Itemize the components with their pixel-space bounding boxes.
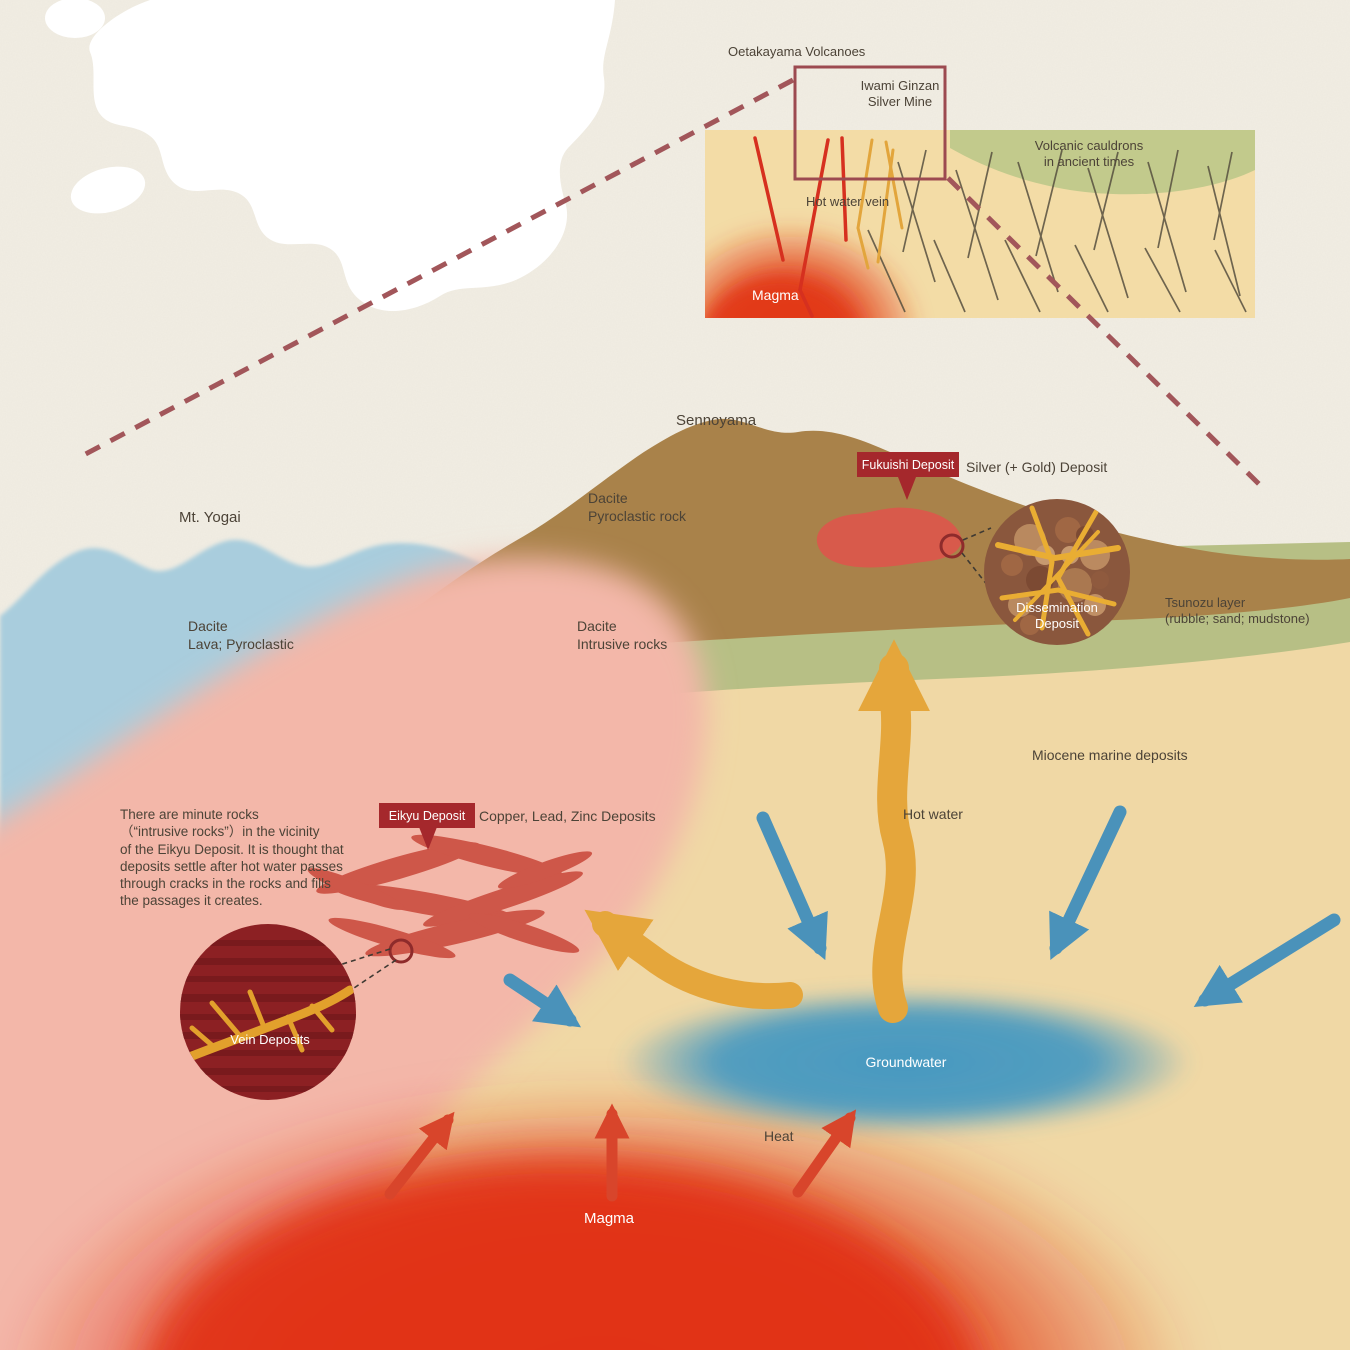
eikyu-deposit-badge: Eikyu Deposit bbox=[379, 803, 475, 828]
label-mt-yogai: Mt. Yogai bbox=[179, 509, 241, 526]
eikyu-zoom-ring bbox=[388, 938, 414, 964]
inset-connector-dashes bbox=[76, 77, 1264, 489]
eikyu-description-note: There are minute rocks （“intrusive rocks… bbox=[120, 807, 344, 909]
fukuishi-badge-pointer bbox=[898, 477, 916, 500]
mine-area-box bbox=[793, 65, 947, 181]
hot-water-arrow-left bbox=[584, 909, 803, 1010]
label-silver-gold-deposit: Silver (+ Gold) Deposit bbox=[966, 459, 1108, 475]
fukuishi-deposit-badge: Fukuishi Deposit bbox=[857, 452, 959, 477]
label-groundwater: Groundwater bbox=[865, 1054, 947, 1070]
vein-circle-strata bbox=[180, 940, 356, 1092]
dissemination-gold-veins bbox=[995, 505, 1121, 637]
label-tsunozu-layer: Tsunozu layer (rubble; sand; mudstone) bbox=[1165, 595, 1310, 627]
hot-water-arrow-up bbox=[857, 639, 931, 1023]
eikyu-deposit-lattice bbox=[307, 834, 593, 959]
inset-fault-lines bbox=[867, 149, 1247, 313]
label-sennoyama: Sennoyama bbox=[676, 412, 757, 429]
fukuishi-deposit-shape bbox=[816, 507, 962, 568]
inset-hot-water-veins-yellow bbox=[856, 138, 904, 270]
label-dissemination-deposit: Dissemination Deposit bbox=[1016, 600, 1098, 632]
dissemination-circle bbox=[984, 499, 1130, 645]
label-dacite-pyroclastic: Dacite Pyroclastic rock bbox=[588, 490, 687, 524]
label-vein-deposits: Vein Deposits bbox=[230, 1032, 310, 1047]
label-copper-lead-zinc: Copper, Lead, Zinc Deposits bbox=[479, 808, 656, 824]
label-magma: Magma bbox=[584, 1210, 635, 1227]
inset-hot-water-veins-red bbox=[753, 136, 848, 318]
magma-core bbox=[149, 1160, 971, 1350]
dissemination-connector-dashes bbox=[961, 527, 992, 587]
landmass-silhouette bbox=[45, 0, 615, 312]
eikyu-badge-pointer bbox=[419, 827, 437, 850]
label-volcanic-cauldrons: Volcanic cauldrons in ancient times bbox=[1034, 138, 1144, 170]
label-inset-magma: Magma bbox=[752, 287, 799, 303]
label-hot-water: Hot water bbox=[903, 806, 963, 822]
inset-magma-core bbox=[706, 278, 854, 318]
label-miocene-deposits: Miocene marine deposits bbox=[1032, 747, 1188, 763]
label-dacite-lava: Dacite Lava; Pyroclastic bbox=[188, 618, 294, 652]
fukuishi-zoom-ring bbox=[939, 533, 965, 559]
dacite-intrusive-shape bbox=[0, 557, 708, 1350]
label-heat: Heat bbox=[764, 1128, 794, 1144]
vein-gold-branches bbox=[187, 985, 355, 1061]
inset-panel bbox=[705, 65, 1255, 318]
label-dacite-intrusive: Dacite Intrusive rocks bbox=[577, 618, 668, 652]
label-oetakayama-volcanoes: Oetakayama Volcanoes bbox=[728, 44, 866, 59]
rainwater-arrows bbox=[503, 805, 1341, 1028]
vein-deposits-circle bbox=[180, 924, 356, 1100]
inset-cauldron-patch bbox=[950, 130, 1255, 195]
hot-water-arrows bbox=[584, 639, 931, 1023]
label-hot-water-vein: Hot water vein bbox=[806, 194, 890, 209]
label-iwami-ginzan-mine: Iwami Ginzan Silver Mine bbox=[860, 78, 940, 110]
heat-arrows bbox=[384, 1103, 857, 1202]
groundwater-pool bbox=[617, 988, 1193, 1136]
